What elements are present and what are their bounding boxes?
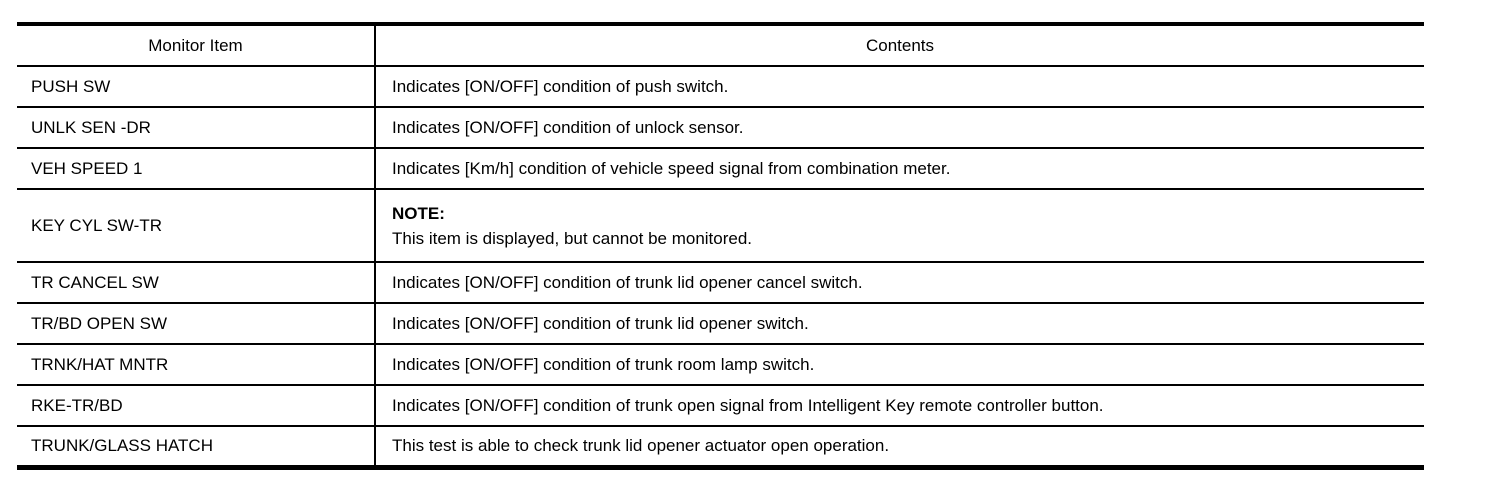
contents-cell: Indicates [ON/OFF] condition of trunk ro… <box>375 344 1424 386</box>
monitor-item-cell: TR/BD OPEN SW <box>17 303 376 345</box>
contents-cell: Indicates [ON/OFF] condition of trunk li… <box>375 262 1424 304</box>
column-header-monitor-item: Monitor Item <box>17 24 376 67</box>
note-text: This item is displayed, but cannot be mo… <box>392 228 753 248</box>
contents-cell: Indicates [ON/OFF] condition of unlock s… <box>375 107 1424 149</box>
contents-cell: Indicates [ON/OFF] condition of trunk op… <box>375 385 1424 427</box>
monitor-item-cell: UNLK SEN -DR <box>17 107 376 149</box>
monitor-item-cell: RKE-TR/BD <box>17 385 376 427</box>
monitor-item-cell: TRUNK/GLASS HATCH <box>17 426 376 467</box>
contents-cell: Indicates [ON/OFF] condition of trunk li… <box>375 303 1424 345</box>
contents-cell: NOTE: This item is displayed, but cannot … <box>375 189 1424 263</box>
monitor-item-cell: PUSH SW <box>17 66 376 108</box>
monitor-item-cell: VEH SPEED 1 <box>17 148 376 190</box>
header-row: Monitor Item Contents <box>17 24 1424 67</box>
contents-cell: This test is able to check trunk lid ope… <box>392 436 890 456</box>
note-label: NOTE: <box>392 203 445 223</box>
monitor-item-cell: TR CANCEL SW <box>17 262 376 304</box>
table-row: TRUNK/GLASS HATCH This test is able to ch… <box>17 426 1424 467</box>
contents-cell: Indicates [ON/OFF] condition of push swi… <box>375 66 1424 108</box>
column-header-contents: Contents <box>375 24 1424 67</box>
table-row: KEY CYL SW-TR NOTE: This item is displayed… <box>17 189 1424 263</box>
monitor-item-cell: TRNK/HAT MNTR <box>17 344 376 386</box>
monitor-item-cell: KEY CYL SW-TR <box>17 189 376 263</box>
contents-cell: Indicates [Km/h] condition of vehicle sp… <box>375 148 1424 190</box>
